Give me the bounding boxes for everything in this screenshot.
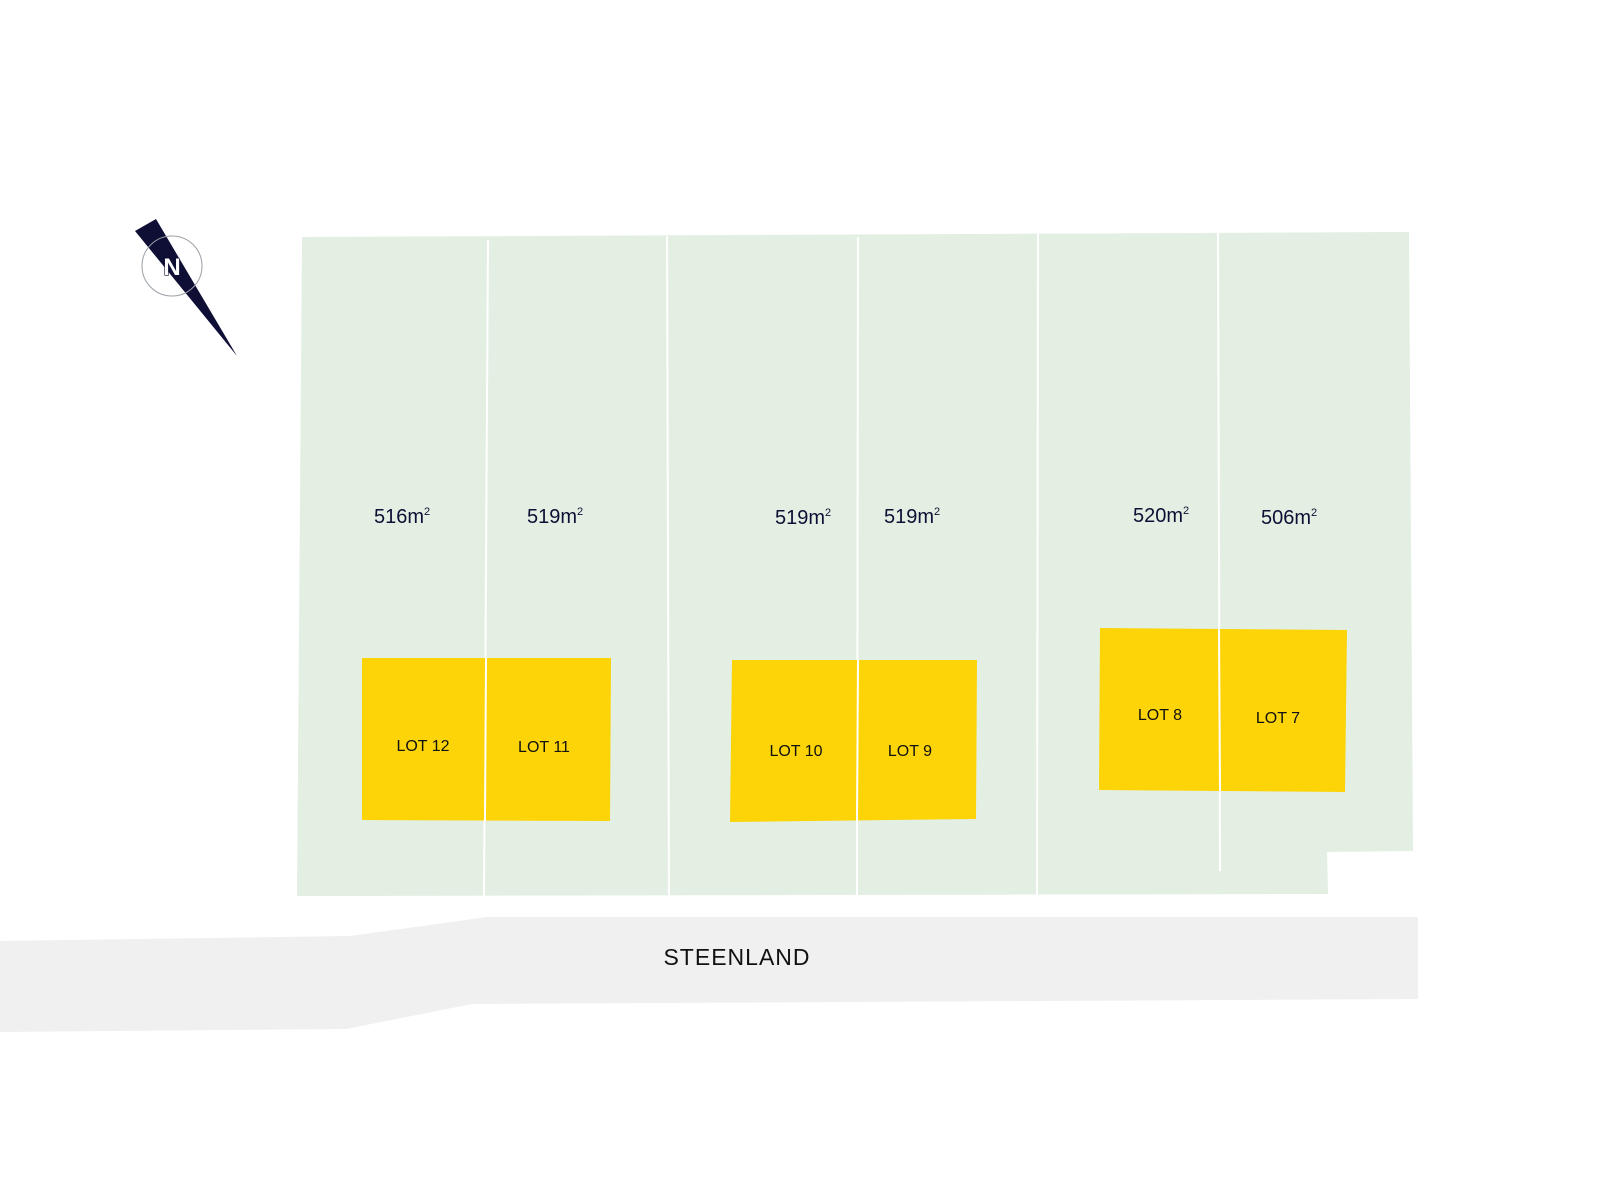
lot-area-label-10: 519m2	[775, 507, 831, 529]
house-party-wall-10-9	[856, 659, 859, 822]
lot-boundary-9-8	[1036, 233, 1039, 897]
lot-label-8: LOT 8	[1138, 707, 1182, 724]
lot-number-labels: LOT 12 LOT 11 LOT 10 LOT 9 LOT 8 LOT 7	[396, 707, 1300, 760]
lot-label-10: LOT 10	[769, 743, 822, 760]
lot-area-label-9: 519m2	[884, 506, 940, 528]
house-footprints	[362, 628, 1347, 822]
lot-label-7: LOT 7	[1256, 710, 1300, 727]
house-footprint-lot-10-9	[730, 660, 977, 822]
north-arrow-letter: N	[163, 254, 180, 281]
house-party-wall-8-7	[1218, 628, 1221, 792]
lot-label-12: LOT 12	[396, 738, 449, 755]
lot-label-9: LOT 9	[888, 743, 932, 760]
north-arrow-icon: N	[135, 219, 237, 356]
lot-area-label-11: 519m2	[527, 506, 583, 528]
lot-label-11: LOT 11	[518, 739, 570, 756]
lot-area-label-7: 506m2	[1261, 507, 1317, 529]
north-arrow-needle	[135, 219, 237, 356]
north-arrow-ring	[141, 235, 203, 297]
house-party-wall-12-11	[484, 657, 487, 822]
lot-area-label-12: 516m2	[374, 506, 430, 528]
street-road	[0, 917, 1418, 1032]
street-name-label: STEENLAND	[663, 944, 810, 970]
lot-area-label-8: 520m2	[1133, 505, 1189, 527]
lot-boundary-11-10	[666, 235, 670, 897]
lot-area-labels: 516m2 519m2 519m2 519m2 520m2 506m2	[374, 505, 1317, 529]
house-footprint-lot-8-7	[1099, 628, 1347, 792]
